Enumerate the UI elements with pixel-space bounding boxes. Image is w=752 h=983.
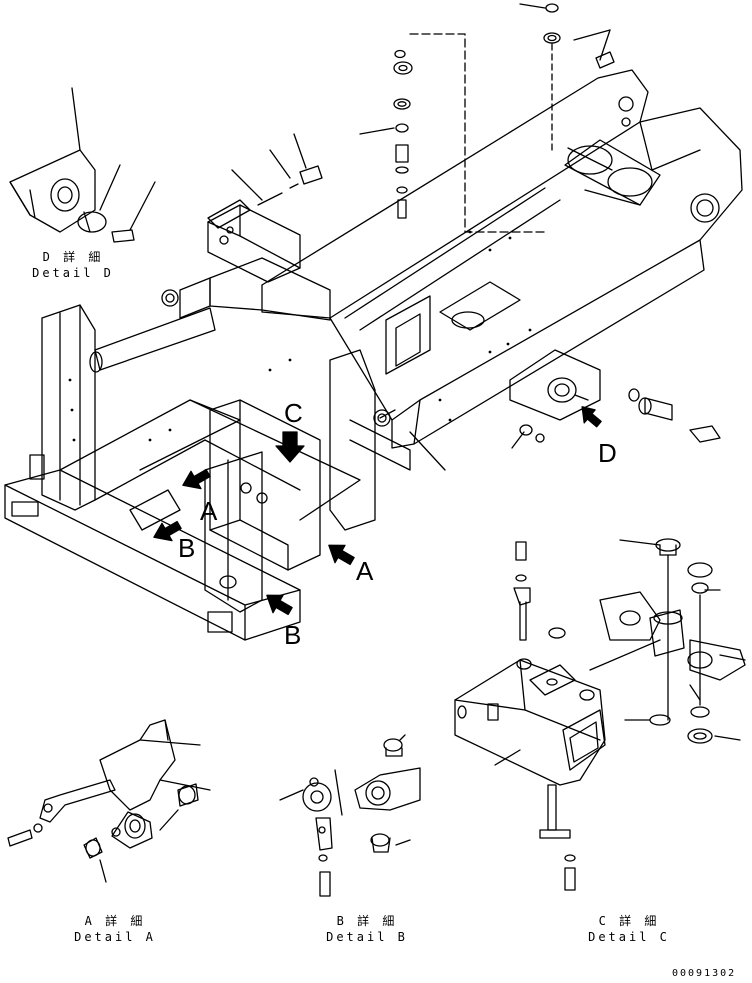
detail-a-title-en: Detail A bbox=[74, 930, 156, 944]
detail-b-title-en: Detail B bbox=[326, 930, 408, 944]
callout-arrows bbox=[153, 406, 602, 616]
exploded-stack-top bbox=[359, 3, 615, 233]
detail-b-drawing bbox=[279, 734, 421, 897]
detail-c-drawing bbox=[454, 538, 746, 891]
detail-d-drawing bbox=[9, 87, 156, 243]
detail-c-title-jp: C 詳 細 bbox=[598, 914, 660, 928]
callout-a-mid: A bbox=[200, 496, 218, 526]
part-number: 00091302 bbox=[672, 968, 737, 979]
callout-b-bottom: B bbox=[284, 620, 302, 650]
callout-c: C bbox=[284, 398, 303, 428]
d-side-bushings bbox=[511, 388, 721, 449]
bolt-assembly-upper bbox=[207, 133, 323, 229]
main-frame bbox=[4, 69, 743, 641]
detail-b-title-jp: B 詳 細 bbox=[336, 914, 398, 928]
detail-c-title-en: Detail C bbox=[588, 930, 670, 944]
detail-d-title-en: Detail D bbox=[32, 266, 114, 280]
detail-a-title-jp: A 詳 細 bbox=[84, 914, 146, 928]
callout-b-left: B bbox=[178, 533, 196, 563]
callout-a-right: A bbox=[356, 556, 374, 586]
callout-d: D bbox=[598, 438, 617, 468]
detail-d-title-jp: D 詳 細 bbox=[42, 250, 104, 264]
detail-a-drawing bbox=[7, 719, 211, 883]
